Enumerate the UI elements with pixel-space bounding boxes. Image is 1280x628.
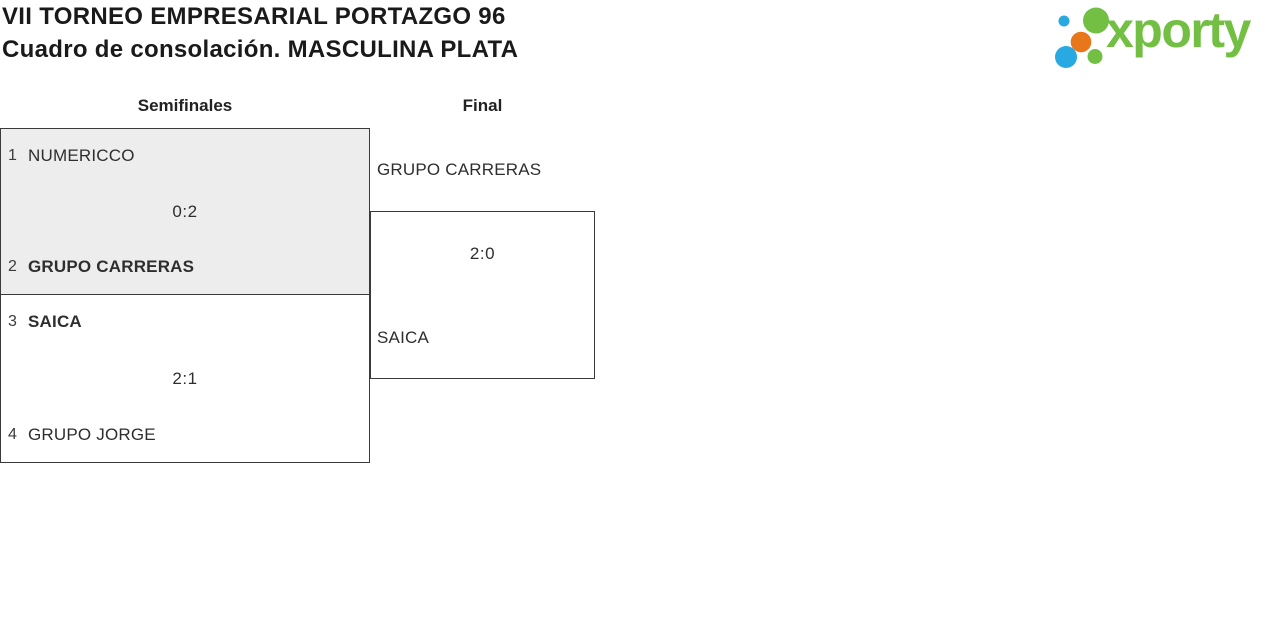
semifinal-match-1[interactable]: 1 NUMERICCO 0:2 2 GRUPO CARRERAS [0,128,370,295]
match-score: 0:2 [172,201,198,221]
xporty-logo[interactable]: xporty [1106,2,1251,58]
logo-dot-orange [1070,31,1092,53]
final-match[interactable] [370,211,595,379]
final-score: 2:0 [469,244,496,263]
round-header-final: Final [462,96,503,115]
team-name: SAICA [28,312,82,331]
team-row: 2 GRUPO CARRERAS [1,257,369,277]
logo-dot-blue-small [1058,15,1070,27]
round-header-semifinales: Semifinales [137,96,233,115]
match-score: 2:1 [172,368,198,388]
tournament-name: VII TORNEO EMPRESARIAL PORTAZGO 96 [2,3,506,30]
semifinal-match-2[interactable]: 3 SAICA 2:1 4 GRUPO JORGE [0,294,370,463]
team-name: GRUPO JORGE [28,425,156,444]
team-seed: 2 [8,258,17,275]
logo-dot-blue-medium [1055,46,1077,68]
page-title: VII TORNEO EMPRESARIAL PORTAZGO 96 Cuadr… [2,1,518,66]
bracket-subtitle: Cuadro de consolación. MASCULINA PLATA [2,35,519,63]
team-seed: 3 [8,313,17,330]
team-seed: 4 [8,426,17,443]
xporty-dots-icon [1055,7,1109,68]
team-row: 3 SAICA [1,312,369,332]
team-row: 4 GRUPO JORGE [1,425,369,445]
final-team-2: SAICA [377,328,430,347]
logo-dot-green-large [1083,7,1109,34]
final-team-1: GRUPO CARRERAS [377,160,542,179]
team-name: GRUPO CARRERAS [28,257,195,276]
team-name: NUMERICCO [28,146,135,165]
logo-dot-green-small [1087,49,1103,64]
team-seed: 1 [8,147,17,164]
team-row: 1 NUMERICCO [1,146,369,166]
